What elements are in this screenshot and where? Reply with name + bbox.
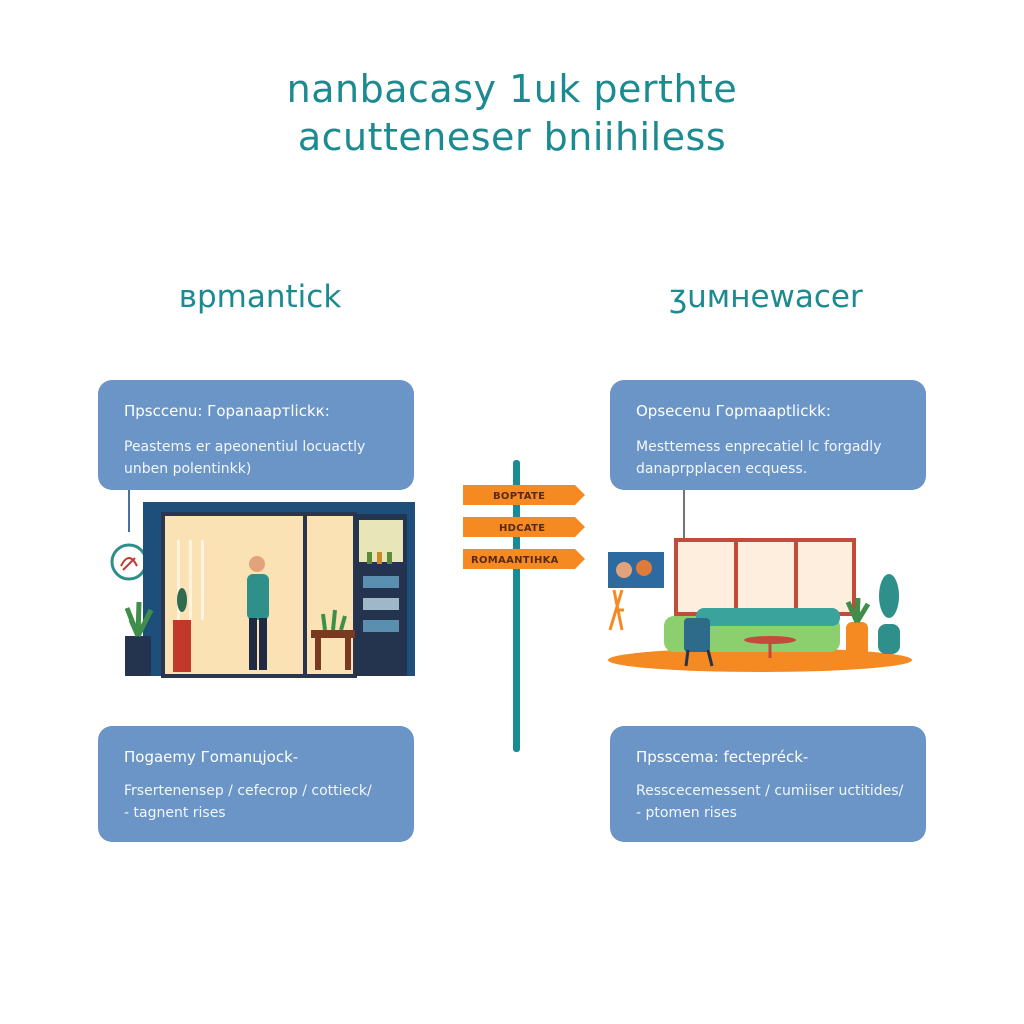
signpost-illustration: BOPTATE HDCATE ROMAANTIHKA: [463, 460, 585, 752]
person-figure: [247, 556, 269, 670]
left-bottom-card-line: Frsertenensep / cefecrop / cottieck/: [124, 783, 372, 799]
left-column-heading: врmantick: [178, 279, 342, 315]
left-top-card-line: unben polentinkk): [124, 461, 252, 477]
pharmacy-sign-icon: [110, 543, 148, 581]
signpost-sign: ROMAANTIHKA: [463, 549, 585, 569]
left-top-card: Прsccenu: Гopanaapтlickк: Peastems er ap…: [98, 380, 414, 490]
left-bottom-card-title: Поgaemy Гomanцjock-: [124, 748, 299, 766]
left-top-card-line: Peastems er apeonentiul locuactly: [124, 439, 366, 455]
signpost-sign-label: BOPTATE: [493, 491, 545, 502]
right-top-card-line: danaprpplacen ecquess.: [636, 461, 808, 477]
shop-interior-illustration: [110, 490, 415, 678]
signpost-sign: BOPTATE: [463, 485, 585, 505]
left-bottom-card-line: - tagnent rises: [124, 805, 226, 821]
right-bottom-card-line: Resscecemessent / cumiiser uctitides/: [636, 783, 904, 799]
living-room-illustration: [608, 490, 912, 672]
signpost-sign: HDCATE: [463, 517, 585, 537]
right-top-card: Opsecenu Гopmaaptlickk: Mesttemess enpre…: [610, 380, 926, 490]
left-bottom-card: Поgaemy Гomanцjock- Frsertenensep / cefe…: [98, 726, 414, 842]
right-top-card-title: Opsecenu Гopmaaptlickk:: [636, 402, 831, 420]
right-bottom-card: Прsscema: fectepréck- Resscecemessent / …: [610, 726, 926, 842]
title-line-2: acutteneser bniihiless: [297, 115, 727, 159]
right-column-heading: ʒuмнewacer: [669, 279, 863, 315]
left-top-card-title: Прsccenu: Гopanaapтlickк:: [124, 402, 330, 420]
right-top-card-line: Mesttemess enprecatiel lc forgadly: [636, 439, 882, 455]
signpost-sign-label: ROMAANTIHKA: [471, 555, 559, 566]
right-bottom-card-line: - ptomen rises: [636, 805, 737, 821]
title-line-1: nanbacasy 1uk perthte: [286, 67, 738, 111]
right-bottom-card-title: Прsscema: fectepréck-: [636, 748, 809, 766]
signpost-sign-label: HDCATE: [499, 523, 545, 534]
